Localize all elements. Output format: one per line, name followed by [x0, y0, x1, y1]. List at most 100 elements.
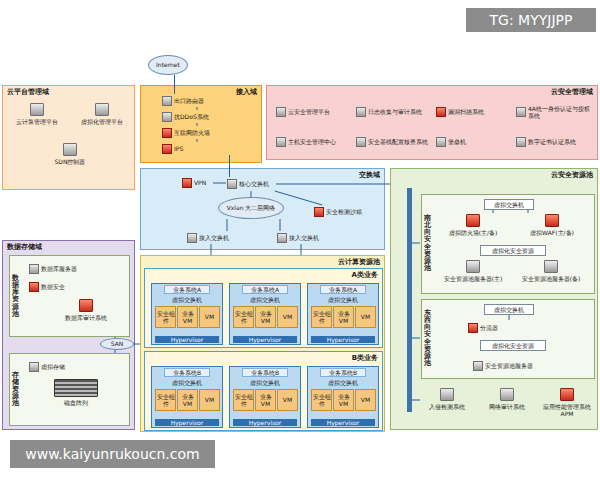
vm-box: VM [355, 389, 376, 411]
node-label: 日志收集与审计系统 [368, 108, 422, 115]
node-label: 磁盘阵列 [64, 399, 88, 406]
region-title: A类业务 [352, 271, 378, 279]
network-link [213, 183, 226, 184]
node-label: 堡垒机 [448, 138, 466, 145]
node-label: 云安全管理平台 [288, 108, 330, 115]
node-label: VM [205, 396, 214, 403]
security-bus-bar [407, 188, 412, 412]
network-link [493, 210, 494, 213]
network-link [197, 107, 198, 110]
node-label: 业务系统B [320, 368, 366, 377]
node-label: 安全组件 [312, 310, 331, 324]
vm-box: 业务VM [177, 306, 198, 328]
node-label: 应用性能管理系统 APM [539, 403, 595, 417]
node-label: 业务VM [334, 310, 353, 324]
device-item: 虚拟存储 [28, 360, 88, 374]
network-link [211, 244, 212, 255]
region-title: 云计算资源池 [338, 258, 380, 266]
network-link [227, 219, 228, 231]
region-panel: 云平台管理域云计算管理平台虚拟化管理平台SDN控制器 [2, 85, 135, 190]
component-box: 虚拟交换机 [484, 199, 534, 210]
region-title: B类业务 [352, 354, 378, 362]
node-label: 数据库审计系统 [65, 314, 107, 321]
host-box: 业务系统A虚拟交换机Hypervisor安全组件业务VMVM [151, 283, 223, 345]
region-panel: 云安全资源池南北向安全资源池虚拟交换机虚拟防火墙(主/备)虚拟WAF(主/备)虚… [390, 168, 598, 430]
vm-box: VM [199, 389, 220, 411]
node-label: Hypervisor [311, 419, 375, 426]
network-link [251, 191, 252, 197]
vm-box: 业务VM [177, 389, 198, 411]
node-label: 虚拟化安全资源 [492, 342, 534, 349]
host-box: 业务系统A虚拟交换机Hypervisor安全组件业务VMVM [229, 283, 301, 345]
device-item: 堡垒机 [435, 130, 511, 154]
region-title: 东西向安全资源池 [424, 310, 431, 367]
vm-box: 业务VM [255, 306, 276, 328]
node-label: 虚拟存储 [41, 363, 65, 370]
node-label: 核心交换机 [239, 180, 269, 187]
node-label: VPN [194, 179, 206, 186]
node-label: 安全组件 [312, 393, 331, 407]
network-cloud: SAN [100, 338, 134, 350]
network-link [115, 350, 116, 353]
node-label: 虚拟交换机 [152, 379, 222, 386]
component-box: 虚拟化安全资源 [480, 340, 546, 351]
node-label: SAN [111, 340, 124, 347]
vm-box: 业务VM [333, 306, 354, 328]
vm-box: 安全组件 [155, 306, 176, 328]
node-label: 数据安全 [41, 283, 65, 290]
region-panel: 数据存储域数据库资源池数据库服务器数据安全数据库审计系统存储资源池虚拟存储磁盘阵… [2, 240, 135, 430]
region-panel: B类业务业务系统B虚拟交换机Hypervisor安全组件业务VMVM业务系统B虚… [144, 351, 383, 431]
node-label: Hypervisor [155, 336, 219, 343]
device-item: 安全基线配置核查系统 [355, 130, 431, 154]
device-item: 互联网防火墙 [161, 126, 233, 139]
node-label: 业务VM [256, 393, 275, 407]
vm-box: VM [277, 389, 298, 411]
network-link [197, 123, 198, 126]
region-panel: 云安全管理域云安全管理平台日志收集与审计系统漏洞扫描系统4A统一身份认证与授权系… [266, 85, 598, 160]
node-label: 虚拟交换机 [230, 379, 300, 386]
region-panel: 交换域VPN核心交换机Vxlan 大二层网络安全检测沙箱接入交换机接入交换机 [140, 168, 385, 250]
node-label: 出口路由器 [174, 97, 204, 104]
node-label: 业务VM [178, 310, 197, 324]
node-label: IPS [174, 145, 183, 152]
vm-box: 业务VM [333, 389, 354, 411]
node-label: 接入交换机 [289, 234, 319, 241]
node-label: 虚拟交换机 [230, 296, 300, 303]
node-label: 网络审计系统 [489, 403, 525, 410]
network-cloud: Internet [148, 55, 188, 75]
node-label: 业务系统B [164, 368, 210, 377]
component-box: 虚拟交换机 [484, 304, 534, 315]
device-item: 出口路由器 [161, 94, 233, 107]
network-link [115, 337, 116, 338]
device-icon: 数据库审计系统 [50, 298, 122, 334]
network-link [276, 184, 390, 185]
bus-link [412, 399, 420, 400]
region-title: 交换域 [359, 171, 380, 179]
device-item: 漏洞扫描系统 [435, 100, 511, 124]
device-item: 抗DDoS系统 [161, 110, 233, 123]
device-icon: 安全资源池服务器(备) [514, 259, 588, 291]
device-item: 接入交换机 [276, 231, 326, 244]
node-label: VM [361, 313, 370, 320]
node-label: 虚拟WAF(主/备) [530, 229, 574, 236]
node-label: 漏洞扫描系统 [448, 108, 484, 115]
watermark-box: TG: MYYJJPP [466, 8, 596, 32]
node-label: 安全组件 [156, 310, 175, 324]
node-label: 接入交换机 [199, 234, 229, 241]
network-link [174, 75, 175, 94]
node-label: 虚拟交换机 [308, 379, 378, 386]
region-panel: 云计算资源池A类业务业务系统A虚拟交换机Hypervisor安全组件业务VMVM… [140, 255, 385, 432]
device-item: 日志收集与审计系统 [355, 100, 431, 124]
vm-box: 安全组件 [311, 389, 332, 411]
host-box: 业务系统B虚拟交换机Hypervisor安全组件业务VMVM [229, 366, 301, 428]
node-label: Hypervisor [233, 336, 297, 343]
device-item: 数据安全 [28, 280, 88, 294]
device-icon: 安全资源池服务器(主) [436, 259, 510, 291]
device-item: 数据库服务器 [28, 262, 100, 276]
node-label: 主机安全管理中心 [288, 138, 336, 145]
node-label: 安全资源池服务器 [485, 362, 533, 369]
device-item: 接入交换机 [186, 231, 236, 244]
node-label: 分流器 [480, 324, 498, 331]
node-label: 4A统一身份认证与授权系统 [528, 105, 595, 119]
node-label: Hypervisor [233, 419, 297, 426]
